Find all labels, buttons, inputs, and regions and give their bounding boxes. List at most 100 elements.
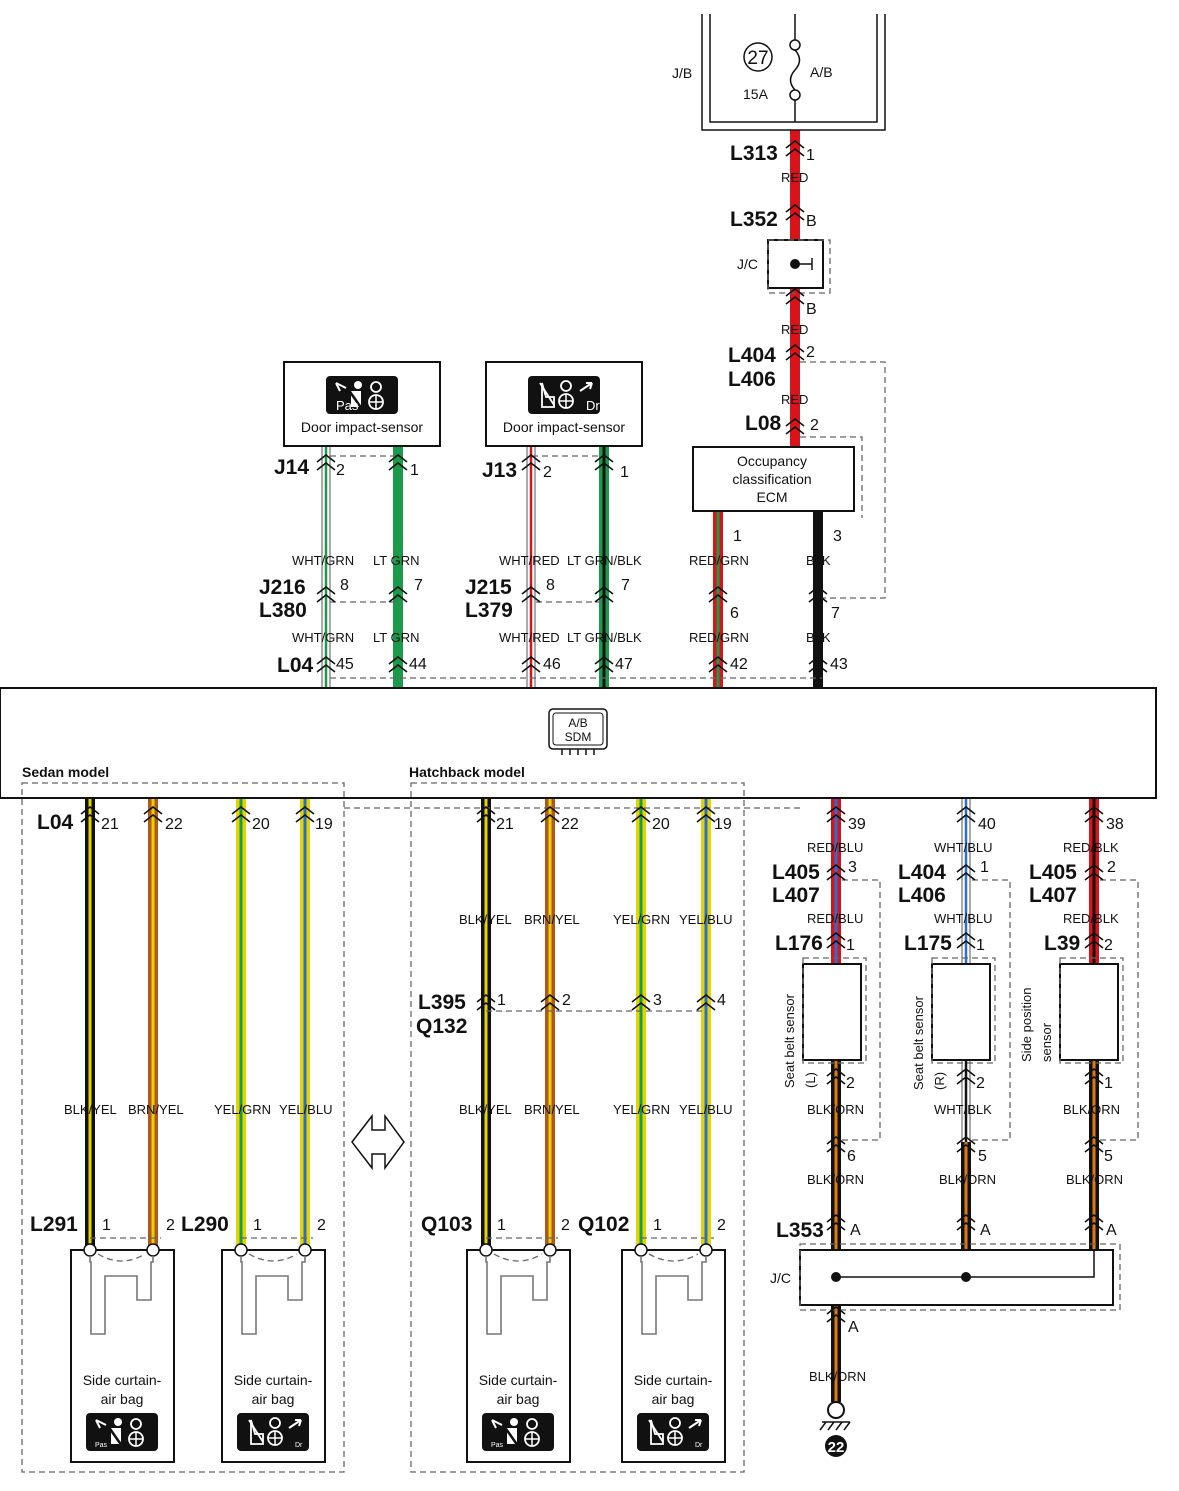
- pin: 3: [653, 992, 662, 1009]
- wire-wht-blu: [961, 798, 971, 964]
- sdm-icon: A/B SDM: [548, 708, 608, 755]
- sensor-label: sensor: [1039, 1022, 1054, 1062]
- wire-color-label: RED/BLU: [807, 840, 863, 855]
- fuse-icon: [789, 49, 801, 91]
- pin: 1: [976, 937, 985, 954]
- pin: 38: [1106, 816, 1124, 833]
- sensor-label: Side position: [1019, 988, 1034, 1062]
- pin: 1: [102, 1217, 111, 1234]
- connector-L379: L379: [465, 599, 513, 622]
- connector-L404: L404: [728, 344, 776, 367]
- connector-L290: L290: [181, 1213, 229, 1236]
- pin: 6: [847, 1148, 856, 1165]
- pin: 3: [848, 859, 857, 876]
- wire-wht-grn: [321, 446, 331, 688]
- ecm-label-1: Occupancy: [737, 453, 807, 469]
- wire-color-label: RED/BLK: [1063, 911, 1119, 926]
- pin: 43: [830, 656, 848, 673]
- airbag-badge: Dr: [695, 1442, 703, 1449]
- wire-color-label: YEL/GRN: [214, 1102, 271, 1117]
- pin: 42: [730, 656, 748, 673]
- wire-color-label: WHT/GRN: [292, 553, 354, 568]
- side-position-sensor: Side position sensor: [1019, 957, 1124, 1064]
- sdm-box: [0, 687, 1157, 799]
- wire-color-label: WHT/BLK: [934, 1102, 992, 1117]
- airbag-label: air bag: [497, 1391, 540, 1407]
- pin: 2: [976, 1075, 985, 1092]
- connector-J215: J215: [465, 576, 512, 599]
- ecm-label-3: ECM: [756, 489, 787, 505]
- wire-color-label: RED: [781, 392, 808, 407]
- pin: A: [980, 1222, 991, 1239]
- pin: 3: [833, 528, 842, 545]
- pin: 1: [620, 464, 629, 481]
- pin: 2: [1104, 937, 1113, 954]
- pin: 5: [1104, 1148, 1113, 1165]
- wire-color-label: WHT/RED: [499, 630, 560, 645]
- pin: 1: [253, 1217, 262, 1234]
- pin: A: [1106, 1222, 1117, 1239]
- pin: 46: [543, 656, 561, 673]
- pin: 1: [410, 462, 419, 479]
- connector-J216: J216: [259, 576, 306, 599]
- sedan-model-frame: [21, 782, 345, 1473]
- double-arrow-icon: [351, 1113, 405, 1171]
- connector-Q103: Q103: [421, 1213, 472, 1236]
- pin: 2: [561, 1217, 570, 1234]
- wire-color-label: WHT/RED: [499, 553, 560, 568]
- airbag-label: Side curtain-: [634, 1372, 713, 1388]
- sensor-label: (L): [803, 1072, 818, 1088]
- fuse-number-circle: [743, 42, 773, 72]
- wire-color-label: BLK: [806, 630, 831, 645]
- ground-symbol: 22: [819, 1401, 851, 1457]
- wire-color-label: WHT/GRN: [292, 630, 354, 645]
- pin: 7: [831, 605, 840, 622]
- pin: 2: [166, 1217, 175, 1234]
- fuse-rating: 15A: [743, 86, 769, 102]
- sensor-label: Seat belt sensor: [911, 995, 926, 1090]
- wire-color-label: YEL/BLU: [279, 1102, 332, 1117]
- connector-L395: L395: [418, 991, 466, 1014]
- pin: 1: [980, 859, 989, 876]
- airbag-label: Side curtain-: [234, 1372, 313, 1388]
- airbag-label: Side curtain-: [83, 1372, 162, 1388]
- sdm-label-2: SDM: [565, 730, 592, 744]
- door-sensor-label: Door impact-sensor: [301, 419, 423, 435]
- wire-color-label: LT GRN/BLK: [567, 553, 642, 568]
- wire-color-label: BRN/YEL: [524, 912, 580, 927]
- pin: 4: [717, 992, 726, 1009]
- connector-L175: L175: [904, 932, 952, 955]
- wire-color-label: BRN/YEL: [128, 1102, 184, 1117]
- pin: 2: [717, 1217, 726, 1234]
- airbag-badge: Pas: [95, 1442, 108, 1449]
- connector-L405: L405: [772, 861, 820, 884]
- pin: 2: [806, 344, 815, 361]
- pin: 19: [315, 816, 333, 833]
- wire-layer: [85, 130, 1099, 1402]
- pin: 1: [497, 1217, 506, 1234]
- hatchback-model-label: Hatchback model: [409, 764, 525, 780]
- pin: 39: [848, 816, 866, 833]
- wire-color-label: YEL/BLU: [679, 1102, 732, 1117]
- sensor-label: (R): [932, 1072, 947, 1090]
- connector-L353: L353: [776, 1219, 824, 1242]
- wire-wht-red: [526, 446, 536, 688]
- door-impact-sensor-pas: Pas Door impact-sensor: [283, 361, 441, 447]
- wire-color-label: YEL/BLU: [679, 912, 732, 927]
- wire-color-label: RED: [781, 170, 808, 185]
- wire-wht-blk: [961, 1060, 971, 1142]
- connector-J14: J14: [274, 456, 309, 479]
- wire-color-label: BLK/YEL: [64, 1102, 117, 1117]
- connector-Q132: Q132: [416, 1015, 467, 1038]
- pin: 1: [1104, 1075, 1113, 1092]
- pin: 7: [621, 577, 630, 594]
- pin: 1: [846, 937, 855, 954]
- connector-L404: L404: [898, 861, 946, 884]
- connector-L39: L39: [1044, 932, 1080, 955]
- pin: 6: [730, 605, 739, 622]
- wire-color-label: YEL/GRN: [613, 1102, 670, 1117]
- pin: 44: [409, 656, 427, 673]
- fuse-name: A/B: [810, 64, 833, 80]
